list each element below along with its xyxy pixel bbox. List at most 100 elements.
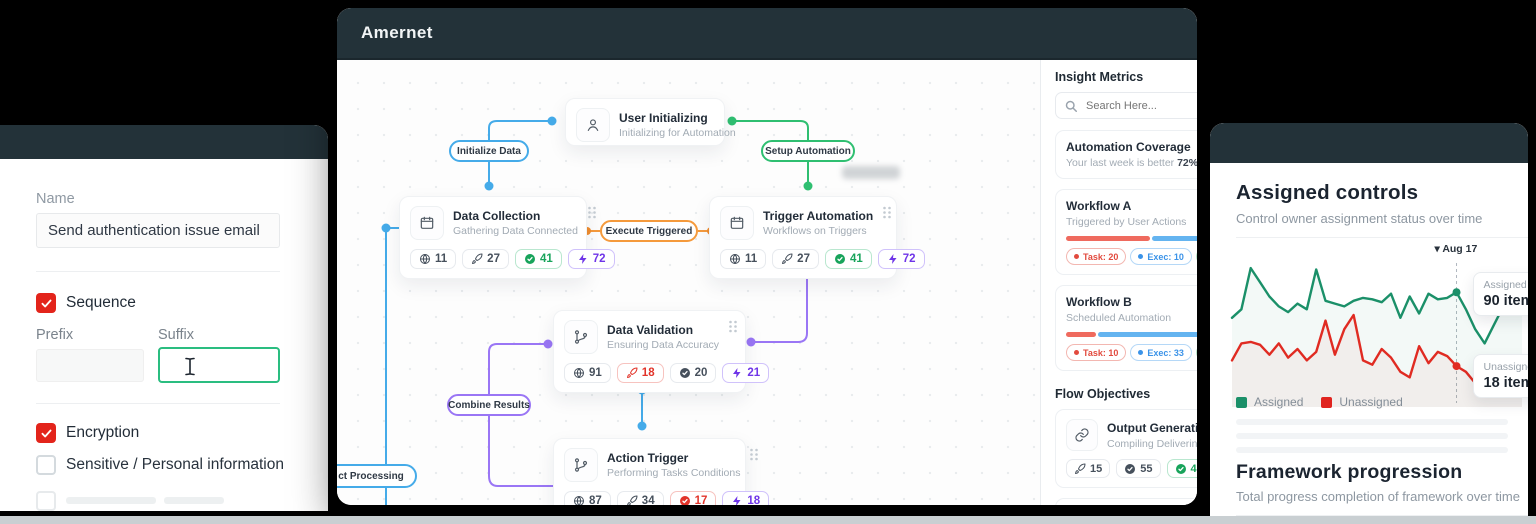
calendar-icon — [410, 206, 444, 240]
stat-badge: 41 — [514, 249, 562, 269]
stat-badge: 20 — [669, 363, 717, 383]
blur-smudge — [842, 166, 900, 179]
suffix-label: Suffix — [158, 327, 195, 343]
node-action-trigger[interactable]: Action Trigger Performing Tasks Conditio… — [553, 438, 770, 505]
branch-icon — [564, 320, 598, 354]
stat-badge: 72 — [567, 249, 615, 269]
status-pill: Task: 20 — [1066, 248, 1127, 265]
sequence-checkbox-row[interactable]: Sequence — [36, 293, 136, 313]
stat-badge: 34 — [616, 491, 664, 505]
window-header: Amernet — [337, 8, 1197, 60]
rocket-icon — [782, 253, 793, 264]
prefix-input[interactable] — [36, 349, 144, 382]
node-badges: 87 34 — [564, 491, 770, 505]
progress-segment — [1066, 332, 1096, 337]
stat-badge: 11 — [720, 249, 767, 269]
card-workflow-b[interactable]: Workflow B Scheduled Automation T — [1055, 285, 1197, 371]
status-pill: Task: 10 — [1066, 344, 1127, 361]
stat-badge: 55 — [1116, 459, 1161, 478]
divider — [36, 403, 280, 404]
assigned-controls-panel: Assigned controls Control owner assignme… — [1210, 123, 1528, 524]
stat-badge: 17 — [669, 491, 717, 505]
node-data-validation[interactable]: Data Validation Ensuring Data Accuracy — [553, 310, 770, 393]
stat-badge: 27 — [772, 249, 819, 269]
checkbox-unchecked-icon[interactable] — [36, 455, 56, 475]
tooltip-assigned: Assigned 90 items — [1472, 272, 1528, 317]
stat-badge: 41 — [1166, 459, 1197, 478]
divider — [1236, 515, 1528, 516]
check-circle-icon — [834, 254, 845, 264]
amernet-window: Amernet — [337, 8, 1197, 505]
node-data-collection[interactable]: Data Collection Gathering Data Connected — [399, 196, 615, 279]
tooltip-unassigned: Unassigned 18 items — [1472, 354, 1528, 399]
dot-icon — [1074, 254, 1079, 259]
node-title: User Initializing — [619, 111, 708, 125]
node-badges: 11 27 — [720, 249, 925, 269]
node-user-initializing[interactable]: User Initializing Initializing for Autom… — [565, 98, 736, 146]
check-circle-icon — [1175, 463, 1186, 474]
divider — [36, 271, 280, 272]
prefix-label: Prefix — [36, 327, 74, 343]
pill-execute-triggered: Execute Triggered — [600, 220, 698, 242]
checkbox-unchecked-icon — [36, 491, 56, 511]
bolt-icon — [733, 496, 741, 505]
branch-icon — [564, 448, 598, 482]
rocket-icon — [1075, 462, 1086, 474]
calendar-icon — [720, 206, 754, 240]
card-workflow-a[interactable]: Workflow A Triggered by User Actions Tas… — [1055, 189, 1197, 275]
sensitive-checkbox-row[interactable]: Sensitive / Personal information — [36, 455, 284, 475]
globe-icon — [730, 254, 740, 264]
node-title: Data Collection — [453, 209, 541, 223]
drag-handle-icon[interactable] — [882, 206, 892, 224]
search-box[interactable] — [1055, 92, 1197, 119]
card-automation-coverage[interactable]: Automation Coverage Your last week is be… — [1055, 130, 1197, 179]
dot-icon — [1074, 350, 1079, 355]
node-trigger-automation[interactable]: Trigger Automation Workflows on Triggers — [709, 196, 925, 279]
suffix-input[interactable] — [158, 347, 280, 383]
legend-item: Unassigned — [1321, 395, 1403, 409]
search-input[interactable] — [1084, 98, 1197, 113]
assignment-chart: ▾ Aug 17 Assigned 90 items Unassigned 18… — [1226, 243, 1528, 411]
check-circle-icon — [679, 368, 690, 378]
stat-badge: 21 — [722, 363, 770, 383]
node-title: Action Trigger — [607, 451, 689, 465]
drag-handle-icon[interactable] — [728, 320, 738, 338]
node-subtitle: Gathering Data Connected — [453, 225, 578, 237]
stat-badge: 72 — [877, 249, 925, 269]
status-pill: Exec: 10 — [1130, 248, 1192, 265]
bolt-icon — [733, 368, 741, 378]
email-settings-panel: Name Sequence Prefix Suffix Encryption — [0, 125, 328, 511]
chart-date-marker: ▾ Aug 17 — [1434, 243, 1478, 255]
name-label: Name — [36, 191, 75, 207]
flow-connectors — [381, 116, 813, 505]
encryption-label: Encryption — [66, 424, 140, 441]
flow-canvas[interactable]: User Initializing Initializing for Autom… — [337, 60, 1197, 505]
drag-handle-icon[interactable] — [587, 206, 597, 224]
framework-progression-subtitle: Total progress completion of framework o… — [1236, 489, 1520, 504]
bolt-icon — [888, 254, 897, 264]
bolt-icon — [578, 254, 587, 264]
name-input[interactable] — [36, 213, 280, 248]
search-icon — [1065, 100, 1077, 112]
node-title: Data Validation — [607, 323, 694, 337]
drag-handle-icon[interactable] — [749, 448, 759, 466]
encryption-checkbox-row[interactable]: Encryption — [36, 423, 139, 443]
checkbox-checked-icon[interactable] — [36, 423, 56, 443]
card-lorem-ipsum[interactable]: Lorem Ipsum — [1055, 498, 1197, 505]
legend-item: Assigned — [1236, 395, 1303, 409]
assigned-controls-subtitle: Control owner assignment status over tim… — [1236, 211, 1483, 226]
node-badges: 11 27 — [410, 249, 615, 269]
legend-swatch — [1321, 396, 1333, 408]
sensitive-label: Sensitive / Personal information — [66, 456, 284, 473]
node-subtitle: Ensuring Data Accuracy — [607, 339, 720, 351]
dot-icon — [1138, 254, 1144, 259]
status-pill: Exec: 33 — [1130, 344, 1192, 361]
card-output-generation[interactable]: Output Generation Compiling Delivering — [1055, 409, 1197, 488]
left-panel-header — [0, 125, 328, 159]
progress-segment — [1097, 332, 1197, 337]
checkbox-checked-icon[interactable] — [36, 293, 56, 313]
link-icon — [1066, 419, 1098, 451]
node-subtitle: Initializing for Automation — [619, 127, 736, 139]
window-title: Amernet — [361, 23, 433, 42]
stat-badge: 87 — [564, 491, 611, 505]
